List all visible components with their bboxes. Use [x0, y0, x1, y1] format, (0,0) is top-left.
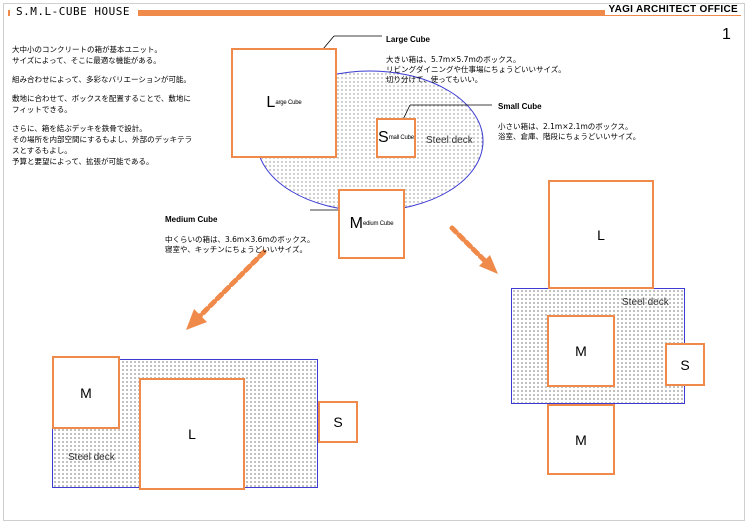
- cube-letter: M: [575, 431, 587, 448]
- layout-b-large-cube: L: [548, 180, 654, 289]
- callout-title: Medium Cube: [165, 215, 218, 224]
- cube-sub-label: mall Cube: [388, 135, 414, 141]
- small-cube-callout: Small Cube 小さい箱は、2.1m×2.1mのボックス。 浴室、倉庫、階…: [498, 92, 640, 152]
- cube-letter: M: [575, 343, 587, 359]
- office-name: YAGI ARCHITECT OFFICE: [604, 4, 742, 15]
- cube-letter: L: [188, 426, 196, 442]
- cube-letter: L: [266, 94, 276, 111]
- callout-text: 小さい箱は、2.1m×2.1mのボックス。 浴室、倉庫、階段にちょうどいいサイズ…: [498, 122, 641, 141]
- header-bar: [8, 10, 741, 16]
- steel-deck-label: Steel deck: [426, 135, 473, 146]
- arrow-right-shaft: [449, 225, 489, 265]
- large-cube-callout: Large Cube 大きい箱は、5.7m×5.7mのボックス。 リビングダイニ…: [386, 25, 566, 95]
- intro-paragraph: 組み合わせによって、多彩なバリエーションが可能。: [12, 75, 191, 84]
- intro-text: 大中小のコンクリートの箱が基本ユニット。 サイズによって、そこに最適な機能がある…: [12, 44, 212, 175]
- intro-paragraph: 大中小のコンクリートの箱が基本ユニット。 サイズによって、そこに最適な機能がある…: [12, 45, 162, 65]
- cube-letter: L: [597, 226, 605, 243]
- layout-a-large-cube: L: [139, 378, 245, 490]
- page-frame: [3, 3, 745, 521]
- layout-b-deck-label: Steel deck: [622, 297, 669, 308]
- page-title: S.M.L-CUBE HOUSE: [10, 5, 138, 18]
- cube-letter: S: [378, 129, 389, 146]
- cube-letter: M: [80, 384, 92, 401]
- cube-sub-label: arge Cube: [275, 100, 302, 106]
- layout-b-small-cube: S: [665, 343, 705, 386]
- cube-letter: S: [333, 414, 343, 430]
- callout-title: Large Cube: [386, 35, 431, 44]
- layout-a-small-cube: S: [318, 401, 358, 443]
- cube-sub-label: edium Cube: [362, 221, 394, 227]
- callout-text: 中くらいの箱は、3.6m×3.6mのボックス。 寝室や、キッチンにちょうどいいサ…: [165, 235, 315, 254]
- arrow-left-shaft: [197, 249, 267, 319]
- callout-text: 大きい箱は、5.7m×5.7mのボックス。 リビングダイニングや仕事場にちょうど…: [386, 55, 566, 84]
- page-number: 1: [722, 26, 731, 43]
- arrow-left-head: [186, 309, 207, 330]
- cube-letter: S: [680, 356, 690, 373]
- layout-a-medium-cube: M: [52, 356, 120, 429]
- callout-title: Small Cube: [498, 102, 542, 111]
- intro-paragraph: さらに、箱を結ぶデッキを鉄骨で設計。 その場所を内部空間にするもよし、外部のデッ…: [12, 124, 193, 166]
- layout-a-deck-label: Steel deck: [68, 452, 115, 463]
- layout-b-medium-cube: M: [547, 315, 615, 387]
- cube-letter: M: [349, 215, 363, 232]
- arrow-right-head: [479, 255, 498, 274]
- medium-cube-callout: Medium Cube 中くらいの箱は、3.6m×3.6mのボックス。 寝室や、…: [165, 205, 315, 265]
- layout-b-medium-cube-2: M: [547, 404, 615, 475]
- intro-paragraph: 敷地に合わせて、ボックスを配置することで、敷地に フィットできる。: [12, 94, 191, 114]
